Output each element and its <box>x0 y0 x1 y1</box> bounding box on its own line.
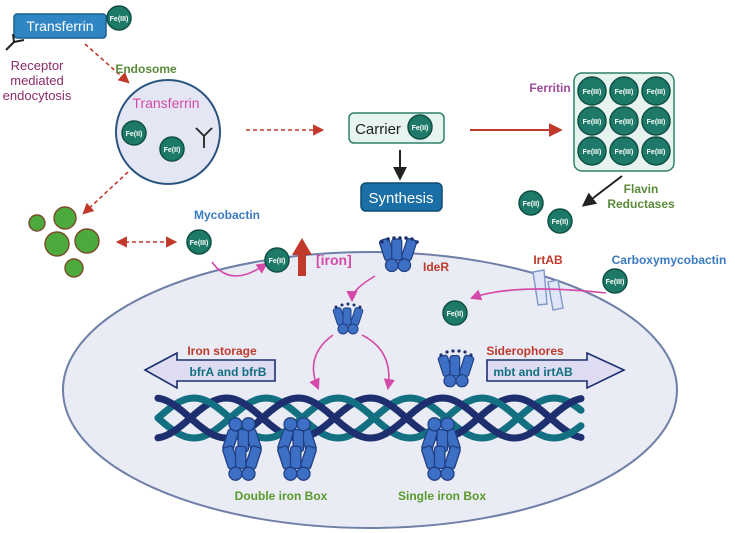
fe2-carrier: Fe(II) <box>407 114 433 140</box>
ferritin-fe3-label: Fe(III) <box>647 119 666 126</box>
endosome-transferrin-label: Transferrin <box>132 95 199 111</box>
siderophores-arrow <box>486 351 626 390</box>
ferritin-fe3-label: Fe(III) <box>583 149 602 156</box>
ferritin-fe3-label: Fe(III) <box>615 119 634 126</box>
flavin-line-2: Reductases <box>607 197 675 211</box>
ferritin-grid: Fe(III) Fe(III) Fe(III) Fe(III) Fe(III) Fe(II… <box>577 76 671 166</box>
ferritin-fe3-8: Fe(III) <box>609 136 639 166</box>
receptor-line-3: endocytosis <box>3 88 72 103</box>
carrier-label: Carrier <box>355 121 401 138</box>
ferritin-label: Ferritin <box>529 81 570 95</box>
dna-strand-2 <box>154 394 585 442</box>
fe2-flavin-2: Fe(II) <box>547 208 573 234</box>
ferritin-fe3-label: Fe(III) <box>583 119 602 126</box>
fe2-endosome-2: Fe(II) <box>159 136 185 162</box>
ferritin-fe3-3: Fe(III) <box>641 76 671 106</box>
fe2-cell-left: Fe(II) <box>264 247 290 273</box>
bfra-bfrb-label: bfrA and bfrB <box>190 365 267 379</box>
iron-label: [iron] <box>316 252 352 268</box>
arrow-to-endosome <box>84 43 130 84</box>
irtab-label: IrtAB <box>533 253 563 267</box>
synthesis-box: Synthesis <box>360 182 443 212</box>
fe3-carboxy-label: Fe(III) <box>606 279 625 286</box>
ider-dna-top-dots <box>439 349 473 357</box>
single-iron-box-label: Single iron Box <box>398 489 486 503</box>
ferritin-fe3-5: Fe(III) <box>609 106 639 136</box>
iron-storage-arrow <box>143 351 276 390</box>
receptor-line-1: Receptor <box>11 58 64 73</box>
fe2-carrier-label: Fe(II) <box>412 125 429 132</box>
ferritin-fe3-9: Fe(III) <box>641 136 671 166</box>
endosome-label: Endosome <box>115 62 177 76</box>
fe2-cell-left-label: Fe(II) <box>269 258 286 265</box>
ferritin-fe3-label: Fe(III) <box>647 149 666 156</box>
ider-dots <box>380 236 419 244</box>
iron-up-arrow-icon <box>292 238 312 276</box>
receptor-line-2: mediated <box>10 73 63 88</box>
ferritin-fe3-6: Fe(III) <box>641 106 671 136</box>
ferritin-fe3-label: Fe(III) <box>583 89 602 96</box>
ider-dimer-dots <box>334 302 362 309</box>
flavin-line-1: Flavin <box>624 182 659 196</box>
ferritin-fe3-1: Fe(III) <box>577 76 607 106</box>
mycobactin-label: Mycobactin <box>194 208 260 222</box>
endosome <box>115 79 221 185</box>
arrow-endosome-to-bacteria <box>82 171 129 215</box>
y-shaped-receptor-icon <box>5 33 25 51</box>
iron-storage-label: Iron storage <box>187 344 257 358</box>
fe3-mycobactin-label: Fe(III) <box>190 240 209 247</box>
double-iron-box-label: Double iron Box <box>235 489 328 503</box>
fe2-flavin-1: Fe(II) <box>518 190 544 216</box>
siderophores-label: Siderophores <box>486 344 564 358</box>
ferritin-fe3-4: Fe(III) <box>577 106 607 136</box>
arrow-carboxy-into-cell <box>469 288 607 301</box>
fe3-carboxy: Fe(III) <box>602 268 628 294</box>
fe2-endosome-1-label: Fe(II) <box>126 131 143 138</box>
transferrin-box: Transferrin <box>13 13 107 39</box>
synthesis-label: Synthesis <box>368 190 433 207</box>
ferritin-fe3-7: Fe(III) <box>577 136 607 166</box>
mbt-irtab-label: mbt and irtAB <box>493 365 573 379</box>
fe2-cell-right: Fe(II) <box>442 300 468 326</box>
cell-body <box>62 251 678 529</box>
fe2-endosome-1: Fe(II) <box>121 120 147 146</box>
y-shaped-receptor-icon-endosome <box>195 127 213 148</box>
arrow-ferritin-to-fe2 <box>581 175 623 207</box>
transferrin-label: Transferrin <box>26 18 93 34</box>
irtab-transporter-icon <box>532 269 564 311</box>
ferritin-fe3-2: Fe(III) <box>609 76 639 106</box>
dna-double-helix <box>154 394 585 442</box>
arrow-dimer-to-dna-right <box>361 334 395 391</box>
green-bacteria-icon <box>28 206 100 278</box>
ider-label: IdeR <box>423 260 449 274</box>
arrow-mycobactin-into-cell <box>211 261 268 277</box>
dna-strand-3 <box>154 394 585 442</box>
ferritin-fe3-label: Fe(III) <box>615 149 634 156</box>
fe2-endosome-2-label: Fe(II) <box>164 147 181 154</box>
fe2-flavin-2-label: Fe(II) <box>552 219 569 226</box>
ferritin-fe3-label: Fe(III) <box>615 89 634 96</box>
arrow-ider-to-dimer <box>346 275 376 303</box>
ferritin-fe3-label: Fe(III) <box>647 89 666 96</box>
arrow-dimer-to-dna-left <box>309 334 334 391</box>
fe2-cell-right-label: Fe(II) <box>447 311 464 318</box>
fe2-flavin-1-label: Fe(II) <box>523 201 540 208</box>
fe3-mycobactin: Fe(III) <box>186 229 212 255</box>
carboxymycobactin-label: Carboxymycobactin <box>612 253 727 267</box>
fe3-top: Fe(III) <box>106 5 132 31</box>
fe3-top-label: Fe(III) <box>110 16 129 23</box>
